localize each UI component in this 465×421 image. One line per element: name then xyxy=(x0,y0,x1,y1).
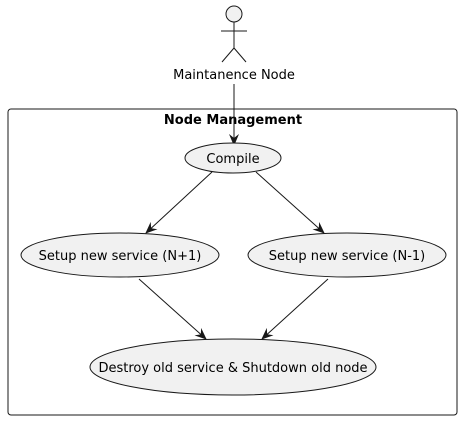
use-case-setup-new-shape xyxy=(20,232,220,278)
use-case-setup-old-label: Setup new service (N-1) xyxy=(269,249,426,264)
arrow-setup-new-to-destroy xyxy=(138,278,207,340)
package-node-management: Node Management xyxy=(7,108,458,416)
use-case-setup-new-label: Setup new service (N+1) xyxy=(39,249,202,264)
arrow-compile-to-setup-old xyxy=(255,171,325,234)
use-case-destroy-old-service: Destroy old service & Shutdown old node xyxy=(89,338,377,396)
use-case-compile-shape xyxy=(184,142,282,174)
connectors xyxy=(138,84,329,340)
use-case-destroy-shape xyxy=(89,338,377,396)
use-case-setup-new-service-n-plus-1: Setup new service (N+1) xyxy=(20,232,220,278)
use-case-destroy-label: Destroy old service & Shutdown old node xyxy=(98,361,367,376)
actor-maintanence-node: Maintanence Node xyxy=(173,5,295,83)
use-case-setup-new-service-n-minus-1: Setup new service (N-1) xyxy=(247,232,447,278)
actor-label: Maintanence Node xyxy=(173,68,295,83)
package-title: Node Management xyxy=(164,113,302,128)
use-case-setup-old-shape xyxy=(247,232,447,278)
arrow-setup-old-to-destroy xyxy=(261,278,329,340)
use-case-compile: Compile xyxy=(184,142,282,174)
arrow-compile-to-setup-new xyxy=(145,171,213,234)
package-boundary xyxy=(7,108,458,416)
use-case-compile-label: Compile xyxy=(206,152,259,167)
stick-figure-actor-icon xyxy=(221,5,247,63)
